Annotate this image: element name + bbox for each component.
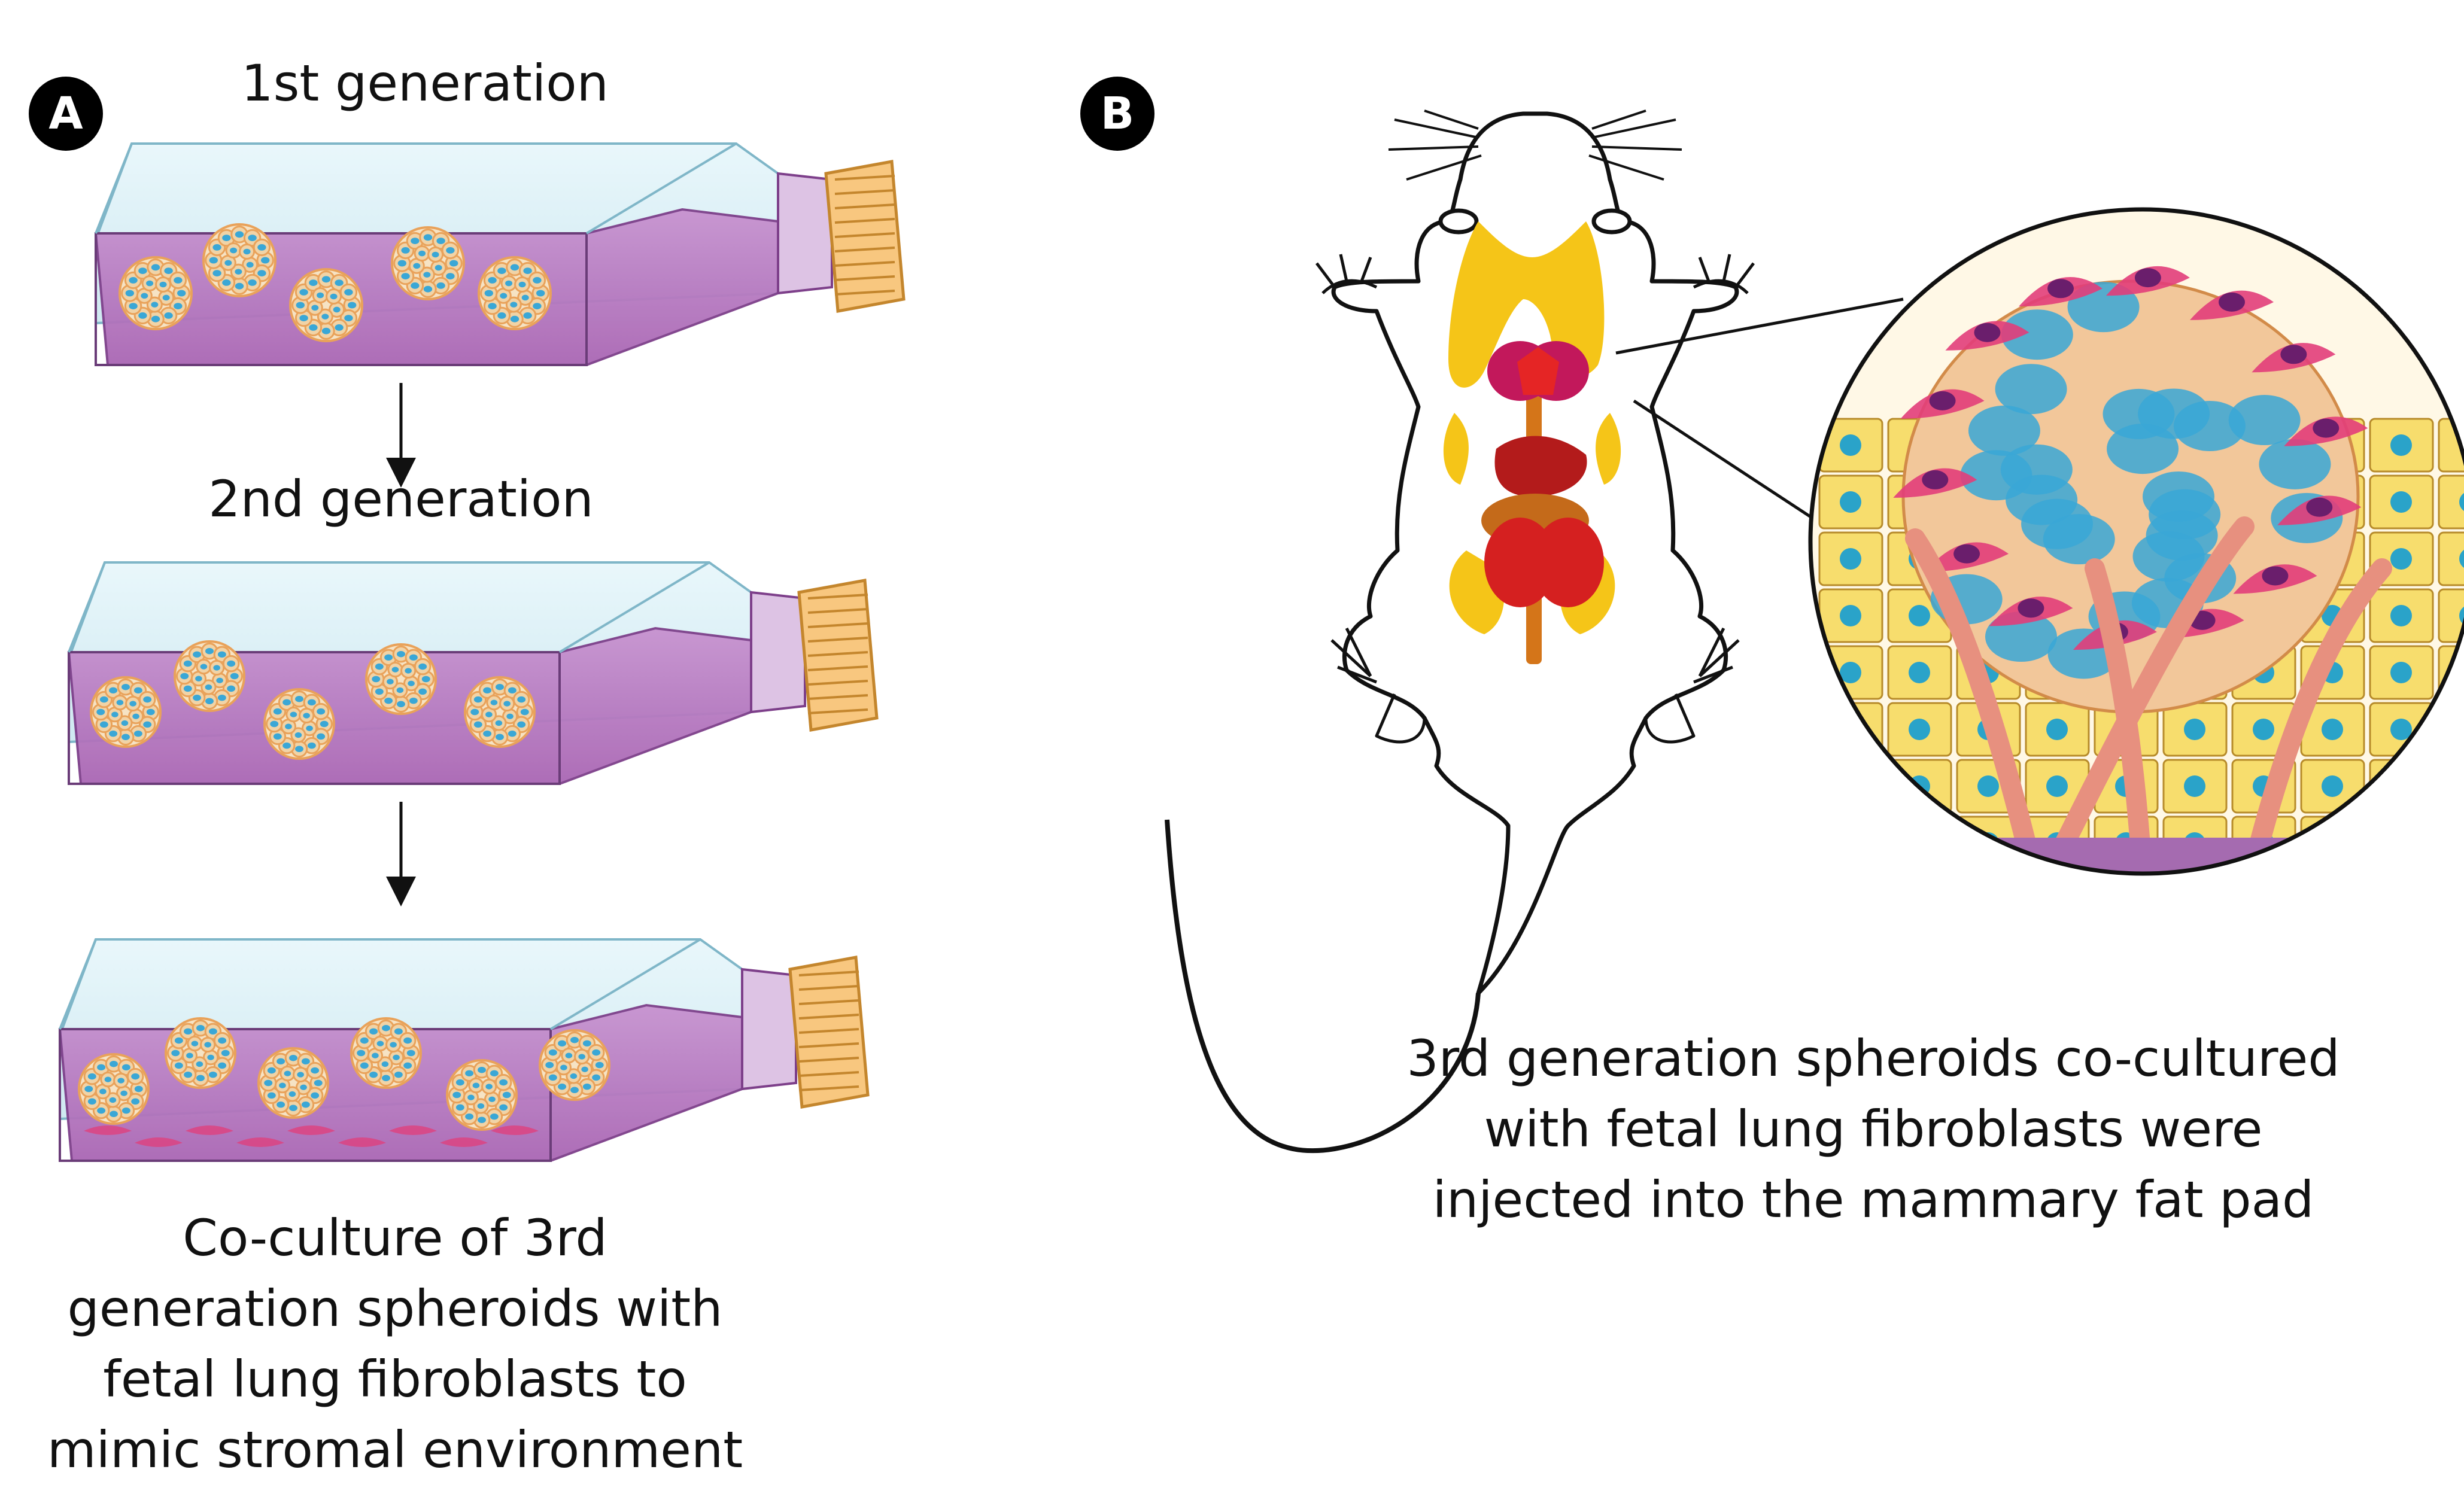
spheroid bbox=[174, 640, 245, 712]
spheroid bbox=[365, 643, 437, 715]
fibroblast-layer bbox=[84, 1125, 539, 1147]
panel-a-caption-line: Co-culture of 3rd bbox=[183, 1209, 607, 1267]
spheroid bbox=[350, 1017, 422, 1089]
spheroid bbox=[257, 1047, 329, 1119]
tumor-zoom-inset bbox=[1808, 207, 2464, 876]
panel-b-caption-line: 3rd generation spheroids co-cultured bbox=[1406, 1029, 2340, 1088]
flask-2 bbox=[67, 561, 879, 785]
flask-cap bbox=[788, 956, 870, 1109]
panel-a-caption-line: fetal lung fibroblasts to bbox=[103, 1350, 687, 1408]
gen1-label: 1st generation bbox=[241, 54, 609, 112]
panel-a-badge: A bbox=[29, 77, 103, 151]
gen2-label: 2nd generation bbox=[208, 470, 594, 528]
flask-3 bbox=[58, 938, 870, 1162]
culture-flasks bbox=[58, 142, 906, 1162]
spheroid bbox=[478, 256, 552, 330]
spheroid bbox=[165, 1017, 236, 1089]
panel-a-caption: Co-culture of 3rd generation spheroids w… bbox=[24, 1203, 766, 1485]
spheroid bbox=[119, 256, 193, 330]
flask-1 bbox=[94, 142, 906, 366]
panel-b-badge: B bbox=[1080, 77, 1154, 151]
flask-cap bbox=[824, 160, 906, 313]
zoom-leader-upper bbox=[1615, 297, 1904, 355]
spheroid bbox=[202, 223, 277, 297]
internal-organs bbox=[1481, 341, 1604, 664]
spheroid bbox=[90, 676, 162, 748]
panel-b-caption-line: injected into the mammary fat pad bbox=[1432, 1170, 2314, 1229]
zoom-leader-lower bbox=[1633, 399, 1827, 528]
spheroid bbox=[78, 1053, 150, 1125]
spheroid bbox=[539, 1029, 610, 1101]
spheroid bbox=[391, 226, 465, 300]
spheroid bbox=[289, 268, 363, 342]
panel-b-caption: 3rd generation spheroids co-cultured wit… bbox=[1377, 1023, 2370, 1235]
spheroid bbox=[446, 1059, 518, 1131]
mouse-illustration bbox=[1165, 109, 1755, 1154]
panel-b-caption-line: with fetal lung fibroblasts were bbox=[1484, 1100, 2263, 1158]
panel-a-caption-line: generation spheroids with bbox=[67, 1279, 723, 1338]
panel-a-caption-line: mimic stromal environment bbox=[47, 1420, 743, 1479]
flask-cap bbox=[797, 579, 879, 732]
spheroid bbox=[464, 676, 536, 748]
spheroid bbox=[263, 688, 335, 760]
